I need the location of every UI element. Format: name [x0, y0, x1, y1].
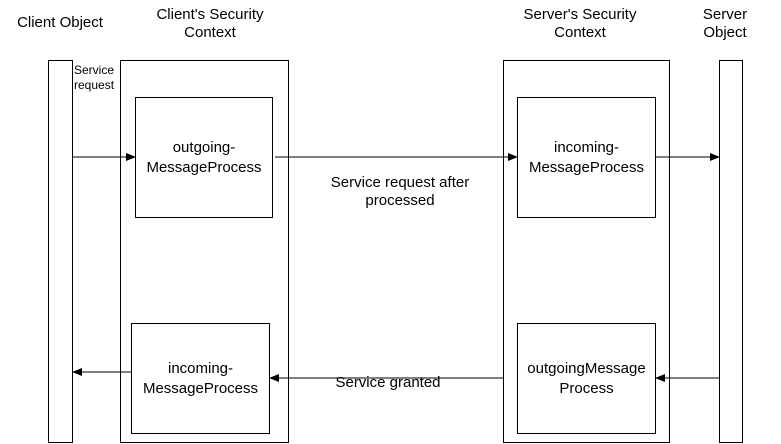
client-security-context-title: Client's Security Context [156, 6, 264, 41]
client-object-lifeline [48, 60, 73, 443]
client-object-title: Client Object [17, 14, 103, 31]
client-incoming-message-process-box: incoming- MessageProcess [131, 323, 270, 434]
server-object-lifeline [719, 60, 743, 443]
server-security-context-title: Server's Security Context [523, 6, 637, 41]
server-outgoing-message-process-box: outgoingMessage Process [517, 323, 656, 434]
service-granted-label: Service granted [335, 374, 441, 391]
server-object-title: Server Object [702, 6, 748, 41]
service-request-label: Service request [74, 63, 115, 92]
service-request-after-processed-label: Service request after processed [330, 174, 470, 209]
client-outgoing-message-process-box: outgoing- MessageProcess [135, 97, 273, 218]
server-incoming-message-process-box: incoming- MessageProcess [517, 97, 656, 218]
